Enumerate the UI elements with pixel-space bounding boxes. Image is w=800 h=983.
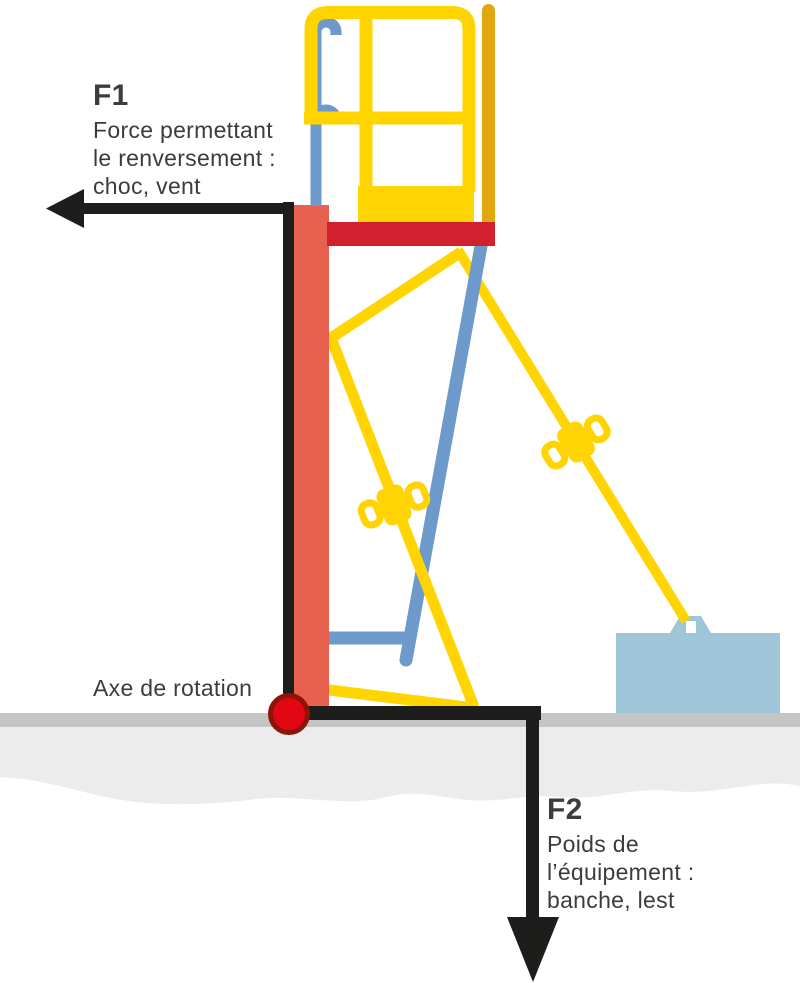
brace-bottom-chord xyxy=(304,681,475,714)
f1-description-line: Force permettant xyxy=(93,117,273,143)
rotation-axis-label: Axe de rotation xyxy=(93,675,253,701)
ground-soil xyxy=(0,727,800,805)
turnbuckle-ear xyxy=(541,440,569,470)
ballast-block xyxy=(616,616,780,713)
f1-description-line: choc, vent xyxy=(93,173,201,199)
stabilizer-stay xyxy=(453,247,691,624)
ballast-lug-hole xyxy=(686,621,696,633)
rotation-axis-point xyxy=(268,693,310,735)
lever-bottom-bar xyxy=(283,706,541,720)
f2-description-line: l’équipement : xyxy=(547,859,695,885)
turnbuckle-ear xyxy=(357,499,384,529)
f1-arrow-head xyxy=(46,189,84,228)
turnbuckle-ear xyxy=(583,414,611,444)
guardrail-platform xyxy=(304,5,476,222)
f2-arrow-head xyxy=(507,917,559,982)
f2-description-line: Poids de xyxy=(547,831,639,857)
f2-label: F2 Poids de l’équipement : banche, lest xyxy=(547,794,694,914)
f2-title: F2 xyxy=(547,793,583,826)
f1-label: F1 Force permettant le renversement : ch… xyxy=(93,80,276,200)
f2-description-line: banche, lest xyxy=(547,887,675,913)
lever-vertical-bar xyxy=(283,202,294,719)
force-lines xyxy=(46,189,559,982)
strut-bar xyxy=(399,239,488,667)
f2-arrow-shaft xyxy=(526,706,539,919)
wall-form-panel xyxy=(293,205,329,713)
rear-post xyxy=(482,4,495,232)
f1-description-line: le renversement : xyxy=(93,145,276,171)
toe-board xyxy=(358,186,474,222)
wall-bracing xyxy=(304,247,480,714)
platform-beam xyxy=(327,222,495,246)
stay-turnbuckle xyxy=(541,414,611,470)
guardrail-frame xyxy=(304,5,476,192)
turnbuckle-ear xyxy=(404,481,431,511)
prop-strut xyxy=(313,239,488,667)
brace-diagonals xyxy=(324,247,480,709)
f1-arrow-shaft xyxy=(80,203,294,214)
turnbuckle-body xyxy=(376,484,412,526)
f1-title: F1 xyxy=(93,79,129,112)
ground xyxy=(0,713,800,805)
turnbuckle-body xyxy=(557,421,595,463)
ballast-body xyxy=(616,633,780,713)
brace-turnbuckle xyxy=(357,481,431,529)
ground-surface-strip xyxy=(0,713,800,728)
